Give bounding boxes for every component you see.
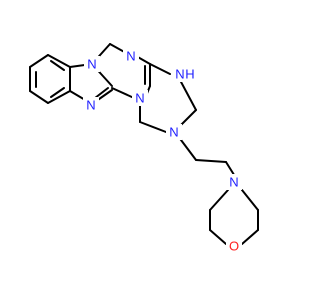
atom-h-label: H xyxy=(185,67,194,82)
atom-label-n-ring: N xyxy=(123,48,139,64)
atom-label-nh: N H xyxy=(175,64,198,82)
ethyl-linker xyxy=(177,135,237,179)
svg-text:N: N xyxy=(229,175,238,190)
svg-text:N: N xyxy=(135,91,144,106)
svg-text:N: N xyxy=(86,98,95,113)
svg-text:O: O xyxy=(229,239,239,254)
atom-label-n-amine: N xyxy=(132,90,148,106)
svg-text:N: N xyxy=(87,57,96,72)
atom-label-n-morpholine: N xyxy=(226,174,242,190)
morpholine-ring xyxy=(209,189,259,245)
atom-label-n-top: N xyxy=(84,56,100,72)
atom-n-label: N xyxy=(175,67,184,82)
benzene-ring xyxy=(29,54,71,104)
atom-label-n-imidazole: N xyxy=(83,97,99,113)
atom-label-n-side: N xyxy=(166,124,182,140)
svg-text:N: N xyxy=(126,49,135,64)
molecule-structure: N H N N N N N N O xyxy=(29,43,259,254)
atom-label-o-morpholine: O xyxy=(226,238,242,254)
svg-text:N: N xyxy=(169,125,178,140)
